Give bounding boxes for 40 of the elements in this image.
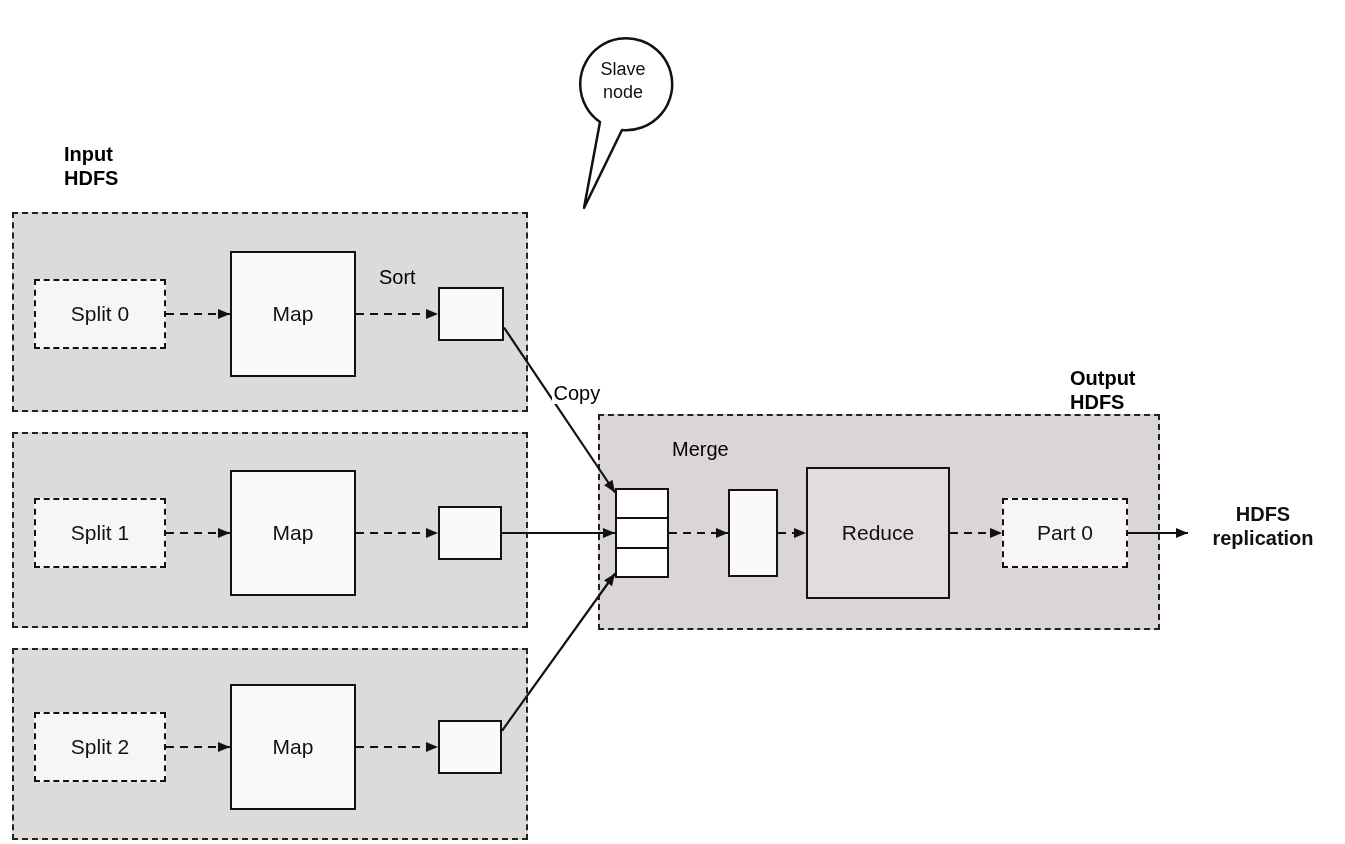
arrow	[669, 528, 728, 538]
output-label: HDFS replication	[1211, 502, 1315, 550]
box-label: Map	[272, 302, 314, 326]
arrow	[502, 528, 615, 538]
sorted-output-box	[438, 287, 504, 341]
arrow	[166, 742, 230, 752]
process-box	[806, 467, 950, 599]
dashed-box	[34, 498, 166, 568]
arrow	[356, 742, 438, 752]
arrow	[166, 309, 230, 319]
arrow	[356, 309, 438, 319]
arrow	[1128, 528, 1188, 538]
arrow	[950, 528, 1002, 538]
box-label: Reduce	[841, 521, 915, 545]
arrow	[356, 528, 438, 538]
panel-heading: Output HDFS	[1070, 366, 1137, 414]
dashed-box	[34, 279, 166, 349]
arrow	[501, 572, 616, 732]
sorted-output-box	[438, 720, 502, 774]
dashed-panel	[12, 432, 528, 628]
process-box	[230, 470, 356, 596]
panel-heading: Input HDFS	[64, 142, 120, 190]
dashed-panel	[12, 648, 528, 840]
dashed-box	[34, 712, 166, 782]
arrow	[166, 528, 230, 538]
box-label: Split 1	[70, 521, 130, 545]
buffer-box	[728, 489, 778, 577]
arrow	[503, 326, 616, 494]
box-label: Part 0	[1037, 521, 1093, 545]
dashed-box	[1002, 498, 1128, 568]
box-label: Map	[272, 521, 314, 545]
box-label: Split 2	[70, 735, 130, 759]
merge-label: Merge	[672, 438, 729, 461]
arrow	[778, 528, 806, 538]
bubble-label: Slave node	[599, 58, 647, 105]
sorted-output-box	[438, 506, 502, 560]
box-label: Split 0	[70, 302, 130, 326]
process-box	[230, 251, 356, 377]
process-box	[230, 684, 356, 810]
box-label: Map	[272, 735, 314, 759]
